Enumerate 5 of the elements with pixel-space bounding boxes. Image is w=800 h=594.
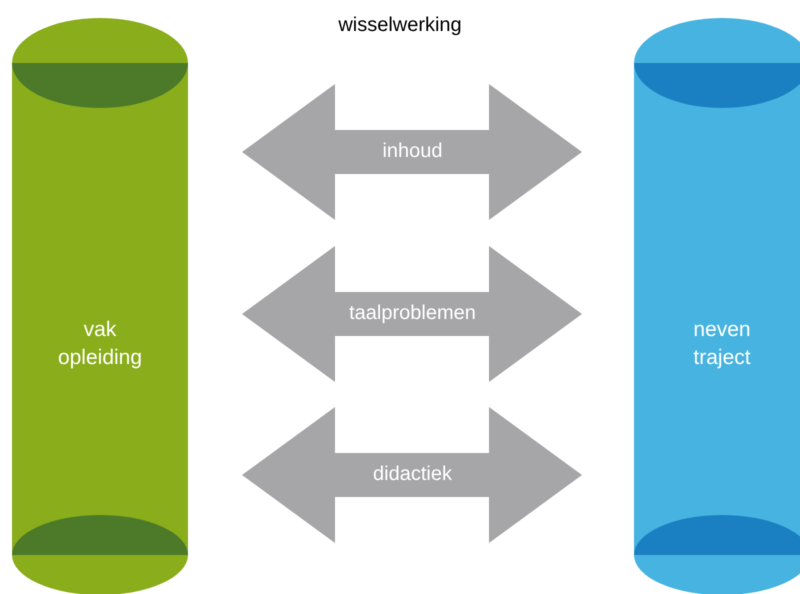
cylinder-label: neven traject: [692, 317, 752, 371]
double-arrow: [242, 407, 582, 543]
diagram-title: wisselwerking: [337, 13, 463, 38]
double-arrow: [242, 84, 582, 220]
cylinder-label: vak opleiding: [56, 317, 144, 371]
